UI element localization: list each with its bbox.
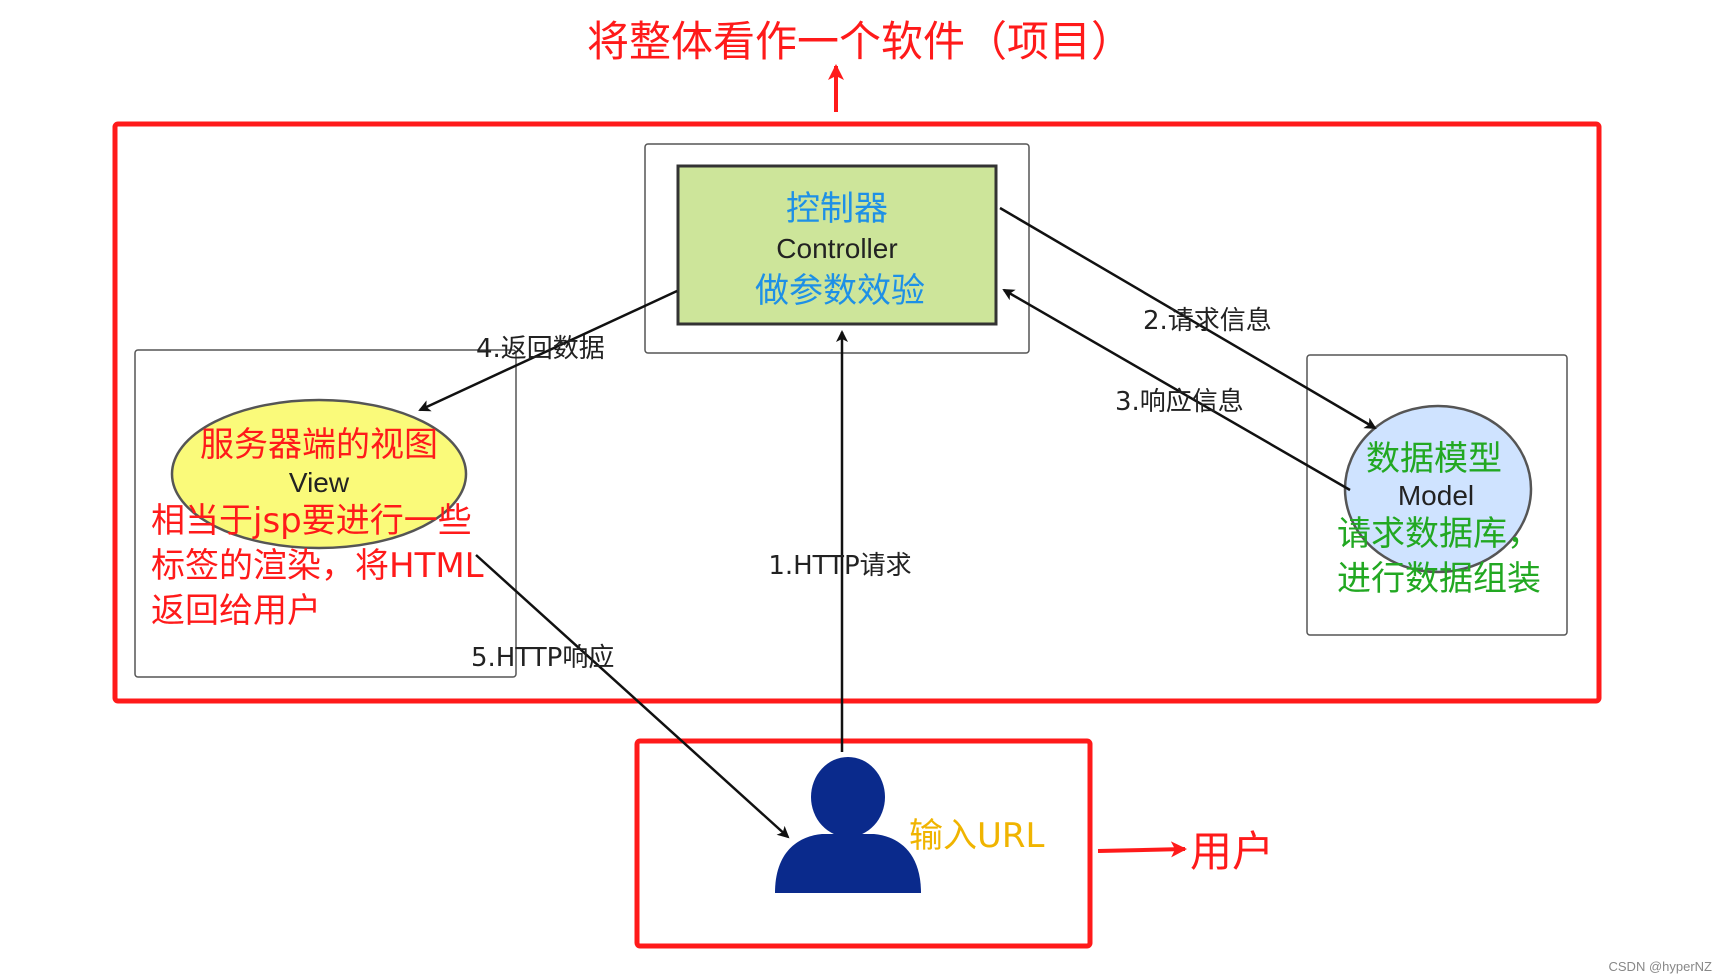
software-boundary [112,121,1602,704]
flow-label-http-request: 1.HTTP请求 [768,551,911,581]
model-desc-line: 进行数据组装 [1337,559,1541,599]
flow-label-response-info: 3.响应信息 [1115,387,1244,417]
flow-arrow-http-response [475,554,790,839]
flow-arrow-return-data [418,289,678,412]
controller-desc: 做参数效验 [755,271,925,311]
view-ellipse [170,398,468,550]
user-pointer-arrow [1097,841,1187,858]
view-desc-line: 标签的渲染，将HTML [151,546,484,586]
flow-label-return-data: 4.返回数据 [476,334,605,364]
flow-label-http-response: 5.HTTP响应 [471,643,614,673]
controller-box [676,164,998,326]
model-en-label: Model [1398,480,1474,511]
view-cn-label: 服务器端的视图 [200,425,438,465]
model-desc-line: 请求数据库， [1337,514,1541,554]
watermark: CSDN @hyperNZ [1609,959,1713,974]
flow-label-request-info: 2.请求信息 [1143,306,1272,336]
diagram-title: 将整体看作一个软件（项目） [587,17,1133,66]
view-desc-line: 返回给用户 [151,591,321,631]
view-en-label: View [289,467,350,498]
model-circle [1343,404,1533,574]
view-desc-line: 相当于jsp要进行一些 [151,501,472,541]
user-label: 用户 [1190,827,1274,876]
user-action-label: 输入URL [909,816,1045,856]
flow-arrow-request-info [999,206,1377,430]
user-icon [775,757,921,893]
controller-en-label: Controller [776,233,897,264]
controller-cn-label: 控制器 [786,189,888,229]
model-cn-label: 数据模型 [1366,439,1502,479]
flow-arrow-response-info [1002,288,1351,492]
